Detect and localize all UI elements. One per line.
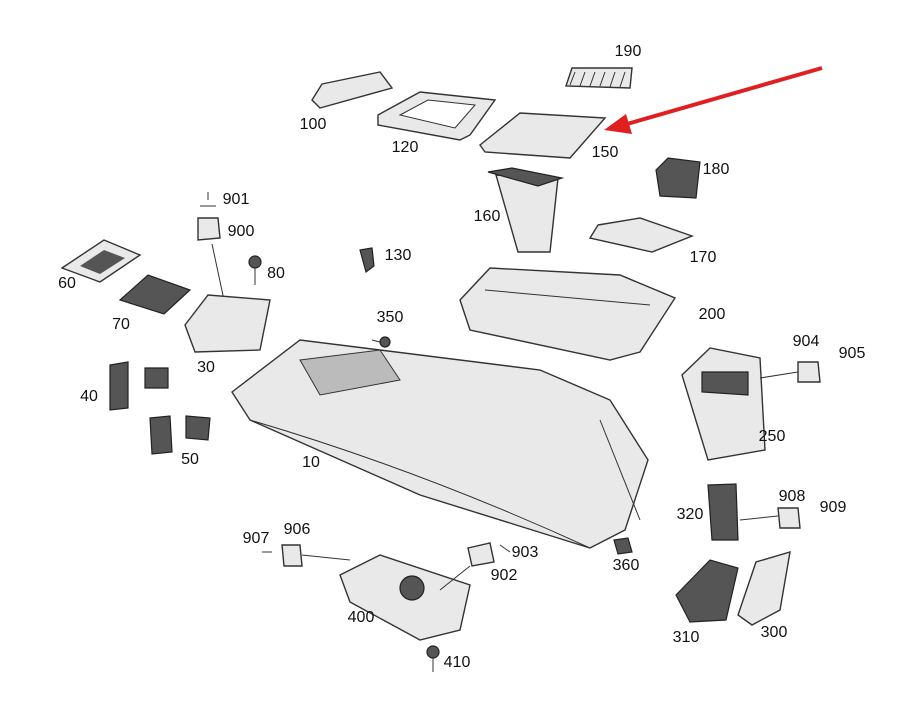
- part-130-clip: [359, 247, 375, 274]
- callout-908: 908: [778, 488, 806, 505]
- callout-400: 400: [347, 609, 375, 626]
- part-60-tray: [60, 239, 142, 283]
- callout-180: 180: [702, 161, 730, 178]
- callout-320: 320: [676, 506, 704, 523]
- part-50-socket: [149, 415, 211, 455]
- callout-360: 360: [612, 557, 640, 574]
- callout-50: 50: [181, 451, 199, 468]
- callout-170: 170: [689, 249, 717, 266]
- callout-10: 10: [302, 454, 320, 471]
- callout-300: 300: [760, 624, 788, 641]
- callout-160: 160: [473, 208, 501, 225]
- callout-905: 905: [838, 345, 866, 362]
- part-40-socket: [109, 361, 169, 411]
- callout-901: 901: [222, 191, 250, 208]
- part-10-console: [231, 339, 649, 549]
- part-300-panel: [737, 551, 791, 626]
- part-180-switch: [655, 157, 701, 199]
- callout-410: 410: [443, 654, 471, 671]
- callout-900: 900: [227, 223, 255, 240]
- part-160-bin: [487, 167, 565, 253]
- part-360-nut: [613, 537, 633, 555]
- part-320-socket: [707, 483, 801, 541]
- part-350-screw: [371, 336, 391, 348]
- callout-904: 904: [792, 333, 820, 350]
- callout-909: 909: [819, 499, 847, 516]
- callout-80: 80: [267, 265, 285, 282]
- part-150-cover: [479, 112, 607, 159]
- part-80-screw: [248, 255, 262, 285]
- callout-120: 120: [391, 139, 419, 156]
- callout-906: 906: [283, 521, 311, 538]
- callout-200: 200: [698, 306, 726, 323]
- callout-60: 60: [58, 275, 76, 292]
- part-410-screw: [426, 645, 440, 672]
- part-400-shifter: [339, 554, 471, 641]
- callout-150: 150: [591, 144, 619, 161]
- part-200-armrest: [459, 267, 677, 361]
- part-170-mat: [588, 217, 695, 253]
- pointer-arrow: [604, 66, 823, 134]
- callout-130: 130: [384, 247, 412, 264]
- callout-40: 40: [80, 388, 98, 405]
- part-902-903: [439, 542, 511, 591]
- part-120-frame: [377, 91, 497, 141]
- callout-100: 100: [299, 116, 327, 133]
- callout-30: 30: [197, 359, 215, 376]
- part-70-tray: [118, 274, 192, 315]
- callout-310: 310: [672, 629, 700, 646]
- part-100-lid: [311, 71, 394, 109]
- part-907-906: [262, 544, 351, 567]
- part-190-grille: [565, 67, 633, 89]
- callout-350: 350: [376, 309, 404, 326]
- part-310-bin: [675, 559, 739, 623]
- callout-190: 190: [614, 43, 642, 60]
- callout-902: 902: [490, 567, 518, 584]
- callout-903: 903: [511, 544, 539, 561]
- callout-907: 907: [242, 530, 270, 547]
- callout-250: 250: [758, 428, 786, 445]
- callout-70: 70: [112, 316, 130, 333]
- part-250-vent: [681, 347, 821, 461]
- part-901-900: [197, 192, 225, 301]
- part-30-holder: [184, 294, 271, 353]
